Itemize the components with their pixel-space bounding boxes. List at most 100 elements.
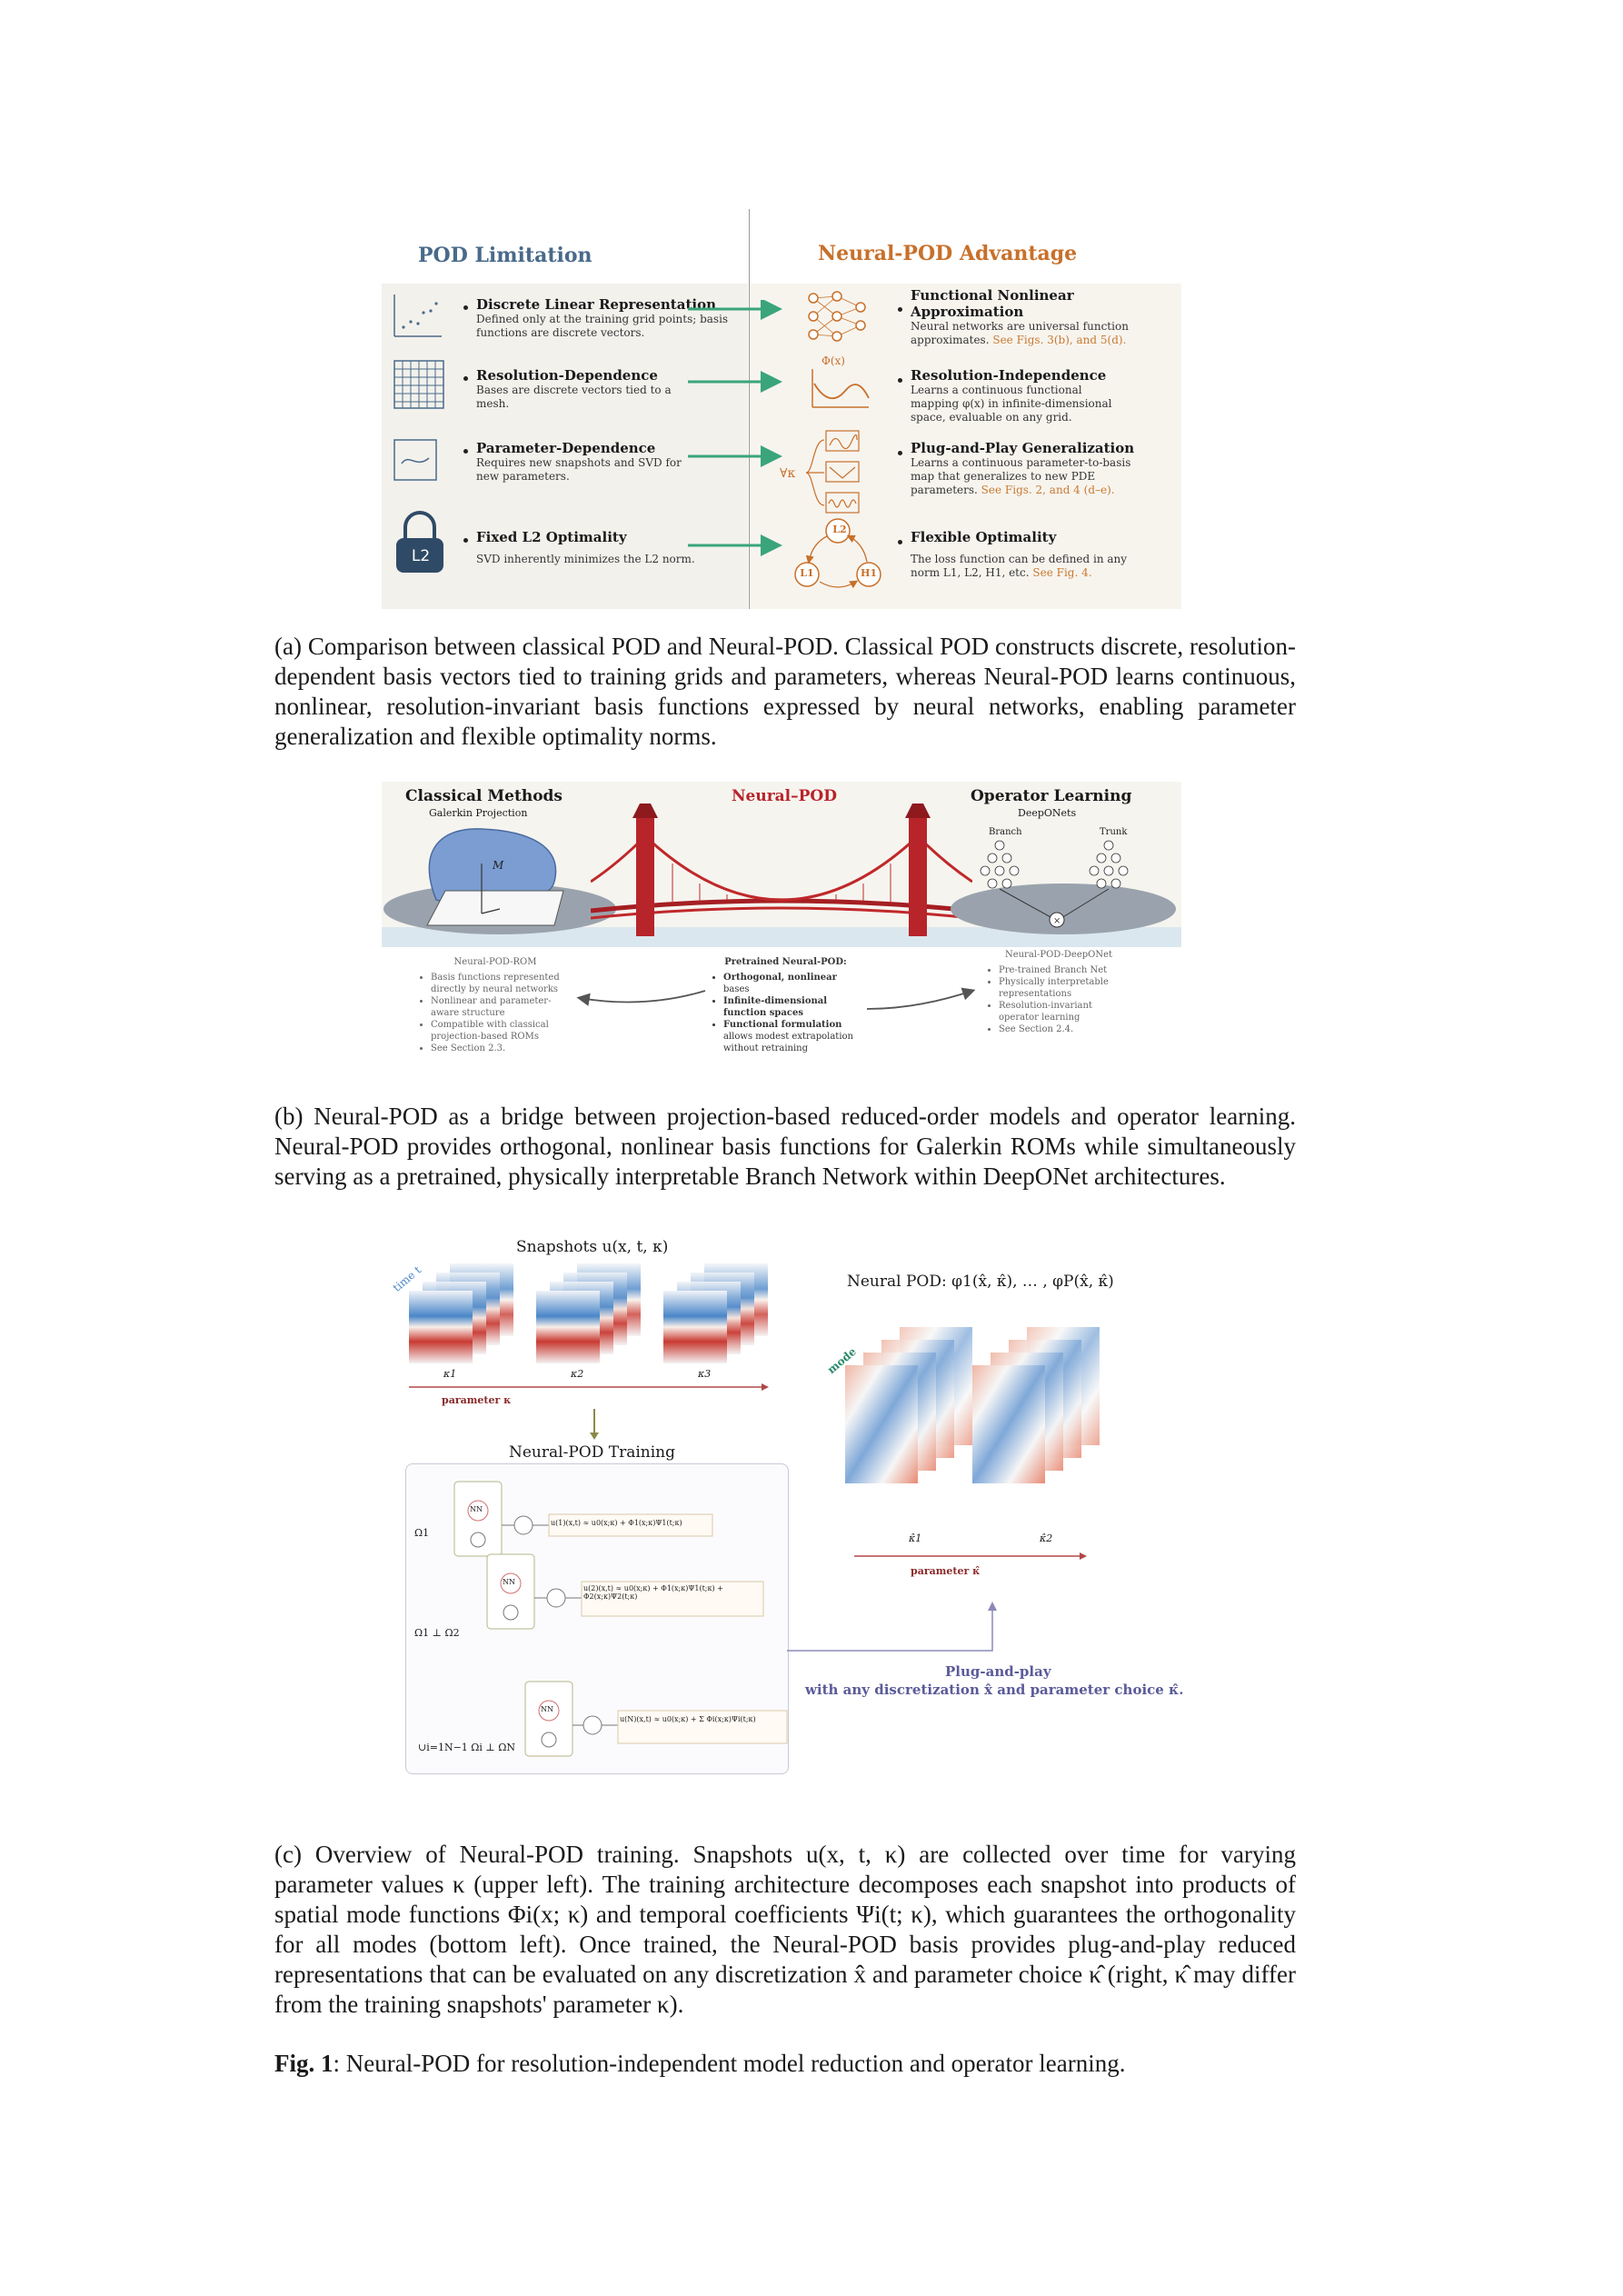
panel-a-right-bg: [750, 284, 1181, 609]
neural-pod-rom-box: Neural-POD-ROM Basis functions represent…: [418, 956, 573, 1054]
arrow-left-curve: [576, 990, 706, 1006]
pretrained-item: Orthogonal, nonlinear bases: [723, 972, 861, 995]
deeponet-item: Resolution-invariant operator learning: [999, 1000, 1131, 1023]
deeponets-subtitle: DeepONets: [1018, 807, 1077, 819]
rom-item: Nonlinear and parameter-aware structure: [431, 995, 573, 1019]
panel-c-training: Snapshots u(x, t, κ) time t κ1 κ2 κ3 par…: [382, 1236, 1200, 1818]
bullet: [463, 449, 468, 454]
eq-1: u(1)(x,t) ≈ u0(x;κ) + Φ1(x;κ)Ψ1(t;κ): [551, 1519, 682, 1527]
panel-a-divider: [749, 209, 750, 609]
deeponet-item[interactable]: See Section 2.4.: [999, 1023, 1131, 1035]
lock-icon: [396, 511, 443, 573]
deeponet-item: Physically interpretable representations: [999, 976, 1131, 1000]
pretrained-item: Infinite-dimensional function spaces: [723, 995, 861, 1019]
deeponet-item: Pre-trained Branch Net: [999, 964, 1131, 976]
bullet: [463, 376, 468, 381]
norm-h1-label: H1: [860, 567, 878, 579]
rom-item[interactable]: See Section 2.3.: [431, 1043, 573, 1054]
svg-text:×: ×: [1053, 916, 1060, 926]
left-row-2-title: Resolution-Dependence: [476, 367, 658, 384]
panel-b-bridge: M Classical Methods Galerkin Projection …: [382, 782, 1181, 1082]
bullet: [898, 307, 902, 312]
panel-b-water: [382, 927, 1181, 947]
parameter-hat-axis-arrow: [854, 1552, 1087, 1560]
parameter-kappa-hat-label: parameter κ̂: [911, 1565, 981, 1577]
omega-2-label: Ω1 ⊥ Ω2: [414, 1627, 460, 1639]
right-row-1: Functional Nonlinear Approximation Neura…: [911, 287, 1156, 347]
function-plot-icon: [812, 369, 870, 408]
eq-n: u(N)(x,t) ≈ u0(x;κ) + Σ Φi(x;κ)Ψi(t;κ): [620, 1715, 756, 1723]
galerkin-manifold-illustration: [383, 828, 616, 934]
arrow-right-curve: [866, 987, 976, 1010]
neural-pod-deeponet-box: Neural-POD-DeepONet Pre-trained Branch N…: [986, 949, 1131, 1035]
omega-n-label: ∪i=1N−1 Ωi ⊥ ΩN: [418, 1742, 516, 1753]
parameter-kappa-label: parameter κ: [442, 1394, 512, 1406]
figure-label: Fig. 1: [274, 2050, 334, 2077]
right-row-3-ref[interactable]: See Figs. 2, and 4 (d–e).: [981, 484, 1115, 496]
right-row-1-title: Functional Nonlinear Approximation: [911, 287, 1074, 320]
right-row-1-ref[interactable]: See Figs. 3(b), and 5(d).: [992, 334, 1127, 346]
kappa-hat-1-label: κ̂1: [909, 1532, 922, 1544]
right-row-2-text: Learns a continuous functional mapping φ…: [911, 384, 1112, 424]
plug-and-play-subtitle: with any discretization x̂ and parameter…: [805, 1682, 1184, 1698]
right-row-4-title: Flexible Optimality: [911, 529, 1057, 545]
bullet: [898, 540, 902, 544]
left-row-3: Parameter-Dependence Requires new snapsh…: [476, 440, 703, 484]
galerkin-projection-subtitle: Galerkin Projection: [429, 807, 528, 819]
pod-limitation-heading: POD Limitation: [418, 244, 592, 267]
bridge-illustration: [591, 804, 972, 936]
deeponet-box-title: Neural-POD-DeepONet: [1004, 950, 1113, 960]
operator-learning-heading: Operator Learning: [971, 787, 1132, 805]
rom-item: Basis functions represented directly by …: [431, 972, 573, 995]
branch-label: Branch: [989, 827, 1022, 837]
caption-c: (c) Overview of Neural-POD training. Sna…: [274, 1841, 1296, 2018]
left-row-4-text: SVD inherently minimizes the L2 norm.: [476, 553, 695, 565]
rom-item: Compatible with classical projection-bas…: [431, 1019, 573, 1043]
left-row-4: Fixed L2 Optimality SVD inherently minim…: [476, 529, 731, 566]
right-row-2: Resolution-Independence Learns a continu…: [911, 367, 1133, 424]
right-row-4-ref[interactable]: See Fig. 4.: [1032, 566, 1092, 579]
right-row-3-text: Learns a continuous parameter-to-basis m…: [911, 456, 1131, 496]
neural-pod-rom-title: Neural-POD-ROM: [453, 957, 537, 967]
left-row-3-title: Parameter-Dependence: [476, 440, 656, 456]
pretrained-neural-pod-box: Pretrained Neural-POD: Orthogonal, nonli…: [711, 956, 861, 1054]
nn-label: NN: [541, 1705, 553, 1713]
caption-b: (b) Neural-POD as a bridge between proje…: [274, 1103, 1296, 1190]
training-title: Neural-POD Training: [509, 1443, 675, 1462]
norm-cycle-icon: [794, 518, 881, 589]
classical-methods-heading: Classical Methods: [405, 787, 563, 805]
norm-l1-label: L1: [800, 567, 814, 579]
left-row-4-title: Fixed L2 Optimality: [476, 529, 627, 545]
figure-caption: Fig. 1: Neural-POD for resolution-indepe…: [274, 2049, 1296, 2079]
bullet: [463, 538, 468, 543]
panel-a-comparison: POD Limitation Neural-POD Advantage L2 D…: [382, 209, 1181, 609]
right-row-3-title: Plug-and-Play Generalization: [911, 440, 1135, 456]
kappa-1-label: κ1: [443, 1368, 457, 1380]
kappa-3-label: κ3: [698, 1368, 712, 1380]
norm-l2-label: L2: [832, 524, 847, 535]
snapshots-title: Snapshots u(x, t, κ): [516, 1238, 669, 1256]
kappa-hat-2-label: κ̂2: [1040, 1532, 1053, 1544]
trunk-label: Trunk: [1100, 827, 1128, 837]
lock-badge-l2: L2: [411, 547, 431, 565]
right-row-4: Flexible Optimality The loss function ca…: [911, 529, 1147, 580]
nn-label: NN: [503, 1578, 515, 1586]
for-all-kappa-label: ∀κ: [780, 466, 796, 481]
right-row-3: Plug-and-Play Generalization Learns a co…: [911, 440, 1147, 497]
curve-box-icon: [393, 439, 437, 481]
bullet: [463, 305, 468, 310]
caption-a: (a) Comparison between classical POD and…: [274, 633, 1296, 750]
omega-1-label: Ω1: [414, 1527, 430, 1539]
figure-caption-text: : Neural-POD for resolution-independent …: [333, 2050, 1126, 2077]
parameter-axis-arrow: [409, 1383, 769, 1391]
left-row-1-text: Defined only at the training grid points…: [476, 313, 729, 339]
phi-x-label: Φ(x): [821, 354, 845, 367]
training-blocks: [453, 1481, 788, 1757]
grid-icon: [393, 360, 444, 409]
neural-pod-mode-stacks: [845, 1327, 1100, 1483]
bullet: [898, 378, 902, 383]
bullet: [898, 451, 902, 455]
plug-and-play-arrow: [787, 1602, 997, 1652]
deeponet-illustration: ×: [951, 840, 1176, 934]
manifold-label: M: [493, 859, 504, 872]
